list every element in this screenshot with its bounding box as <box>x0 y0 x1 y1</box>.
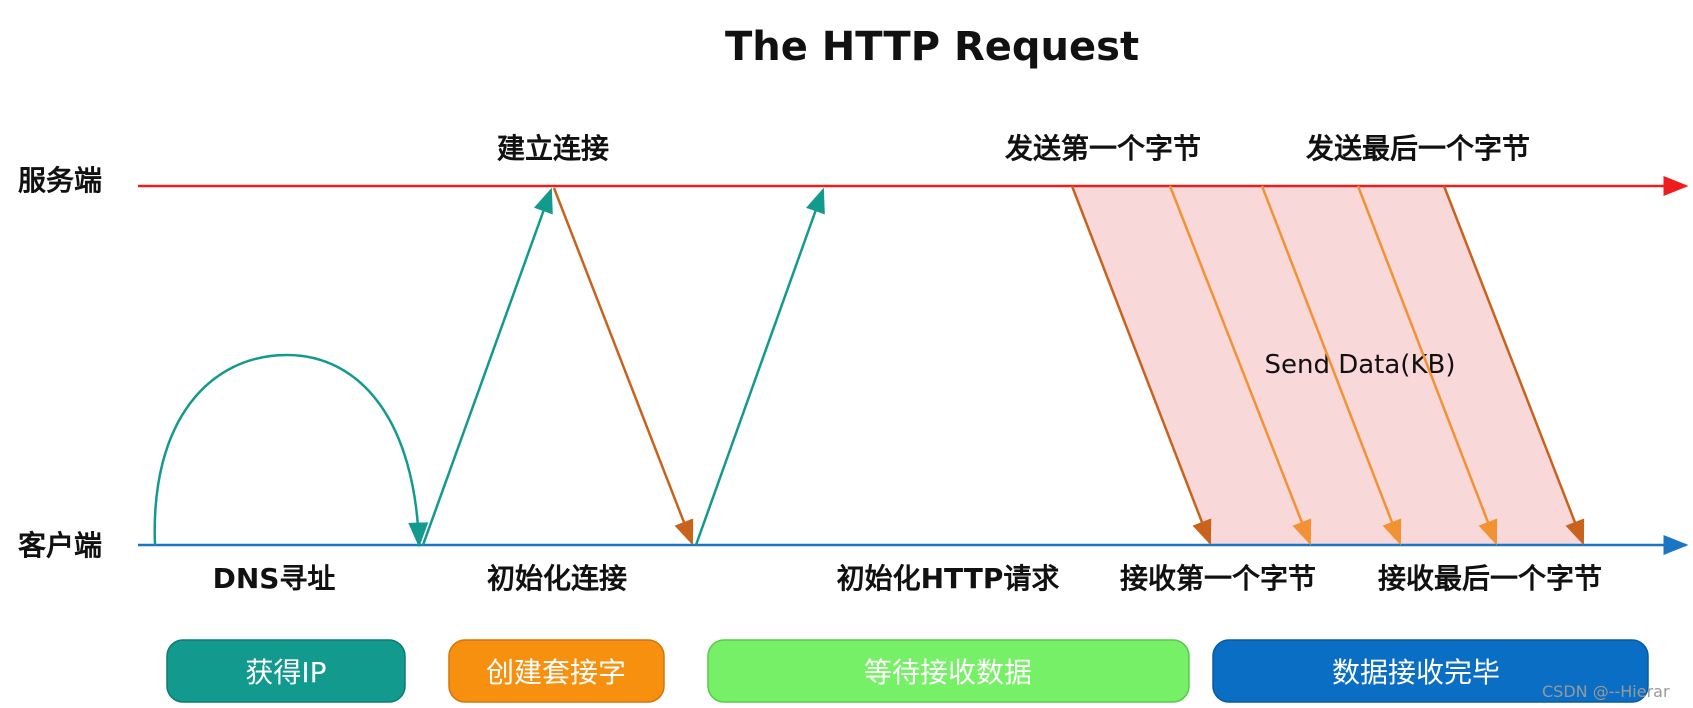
data-packet-arrow <box>1168 185 1312 546</box>
send-last-byte-label: 发送最后一个字节 <box>1305 132 1530 165</box>
phase-box <box>707 639 1190 703</box>
phase-box <box>1212 639 1649 703</box>
send-first-byte-label: 发送第一个字节 <box>1004 132 1201 165</box>
syn-arrow <box>421 187 553 546</box>
receive-first-byte-label: 接收第一个字节 <box>1120 562 1316 595</box>
phase-wait-data: 等待接收数据 <box>707 639 1190 703</box>
phase-data-complete: 数据接收完毕 <box>1212 639 1649 703</box>
data-transfer-band <box>1072 186 1583 544</box>
phase-box <box>448 639 665 703</box>
phase-label: 获得IP <box>245 656 326 689</box>
init-http-request-label: 初始化HTTP请求 <box>837 562 1060 595</box>
phase-label: 等待接收数据 <box>864 656 1032 689</box>
dns-lookup-label: DNS寻址 <box>213 562 336 595</box>
receive-last-byte-label: 接收最后一个字节 <box>1378 562 1602 595</box>
phase-label: 数据接收完毕 <box>1332 656 1500 689</box>
syn-ack-arrow <box>552 187 694 546</box>
diagram-title: The HTTP Request <box>725 24 1139 70</box>
phase-box <box>166 639 406 703</box>
init-connection-label: 初始化连接 <box>487 562 627 595</box>
data-packet-arrow <box>1356 185 1498 546</box>
phase-get-ip: 获得IP <box>166 639 406 703</box>
data-packet-arrow <box>1260 185 1402 546</box>
client-lane-label: 客户端 <box>18 529 102 562</box>
first-byte-arrow <box>1070 185 1212 546</box>
last-byte-arrow <box>1442 185 1585 546</box>
establish-connection-label: 建立连接 <box>497 132 609 165</box>
phase-label: 创建套接字 <box>486 656 626 689</box>
dns-lookup-arc <box>153 353 429 548</box>
server-lane-label: 服务端 <box>18 164 102 197</box>
phase-create-socket: 创建套接字 <box>448 639 665 703</box>
http-request-arrow <box>694 187 825 546</box>
watermark: CSDN @--Hierar <box>1542 682 1670 701</box>
